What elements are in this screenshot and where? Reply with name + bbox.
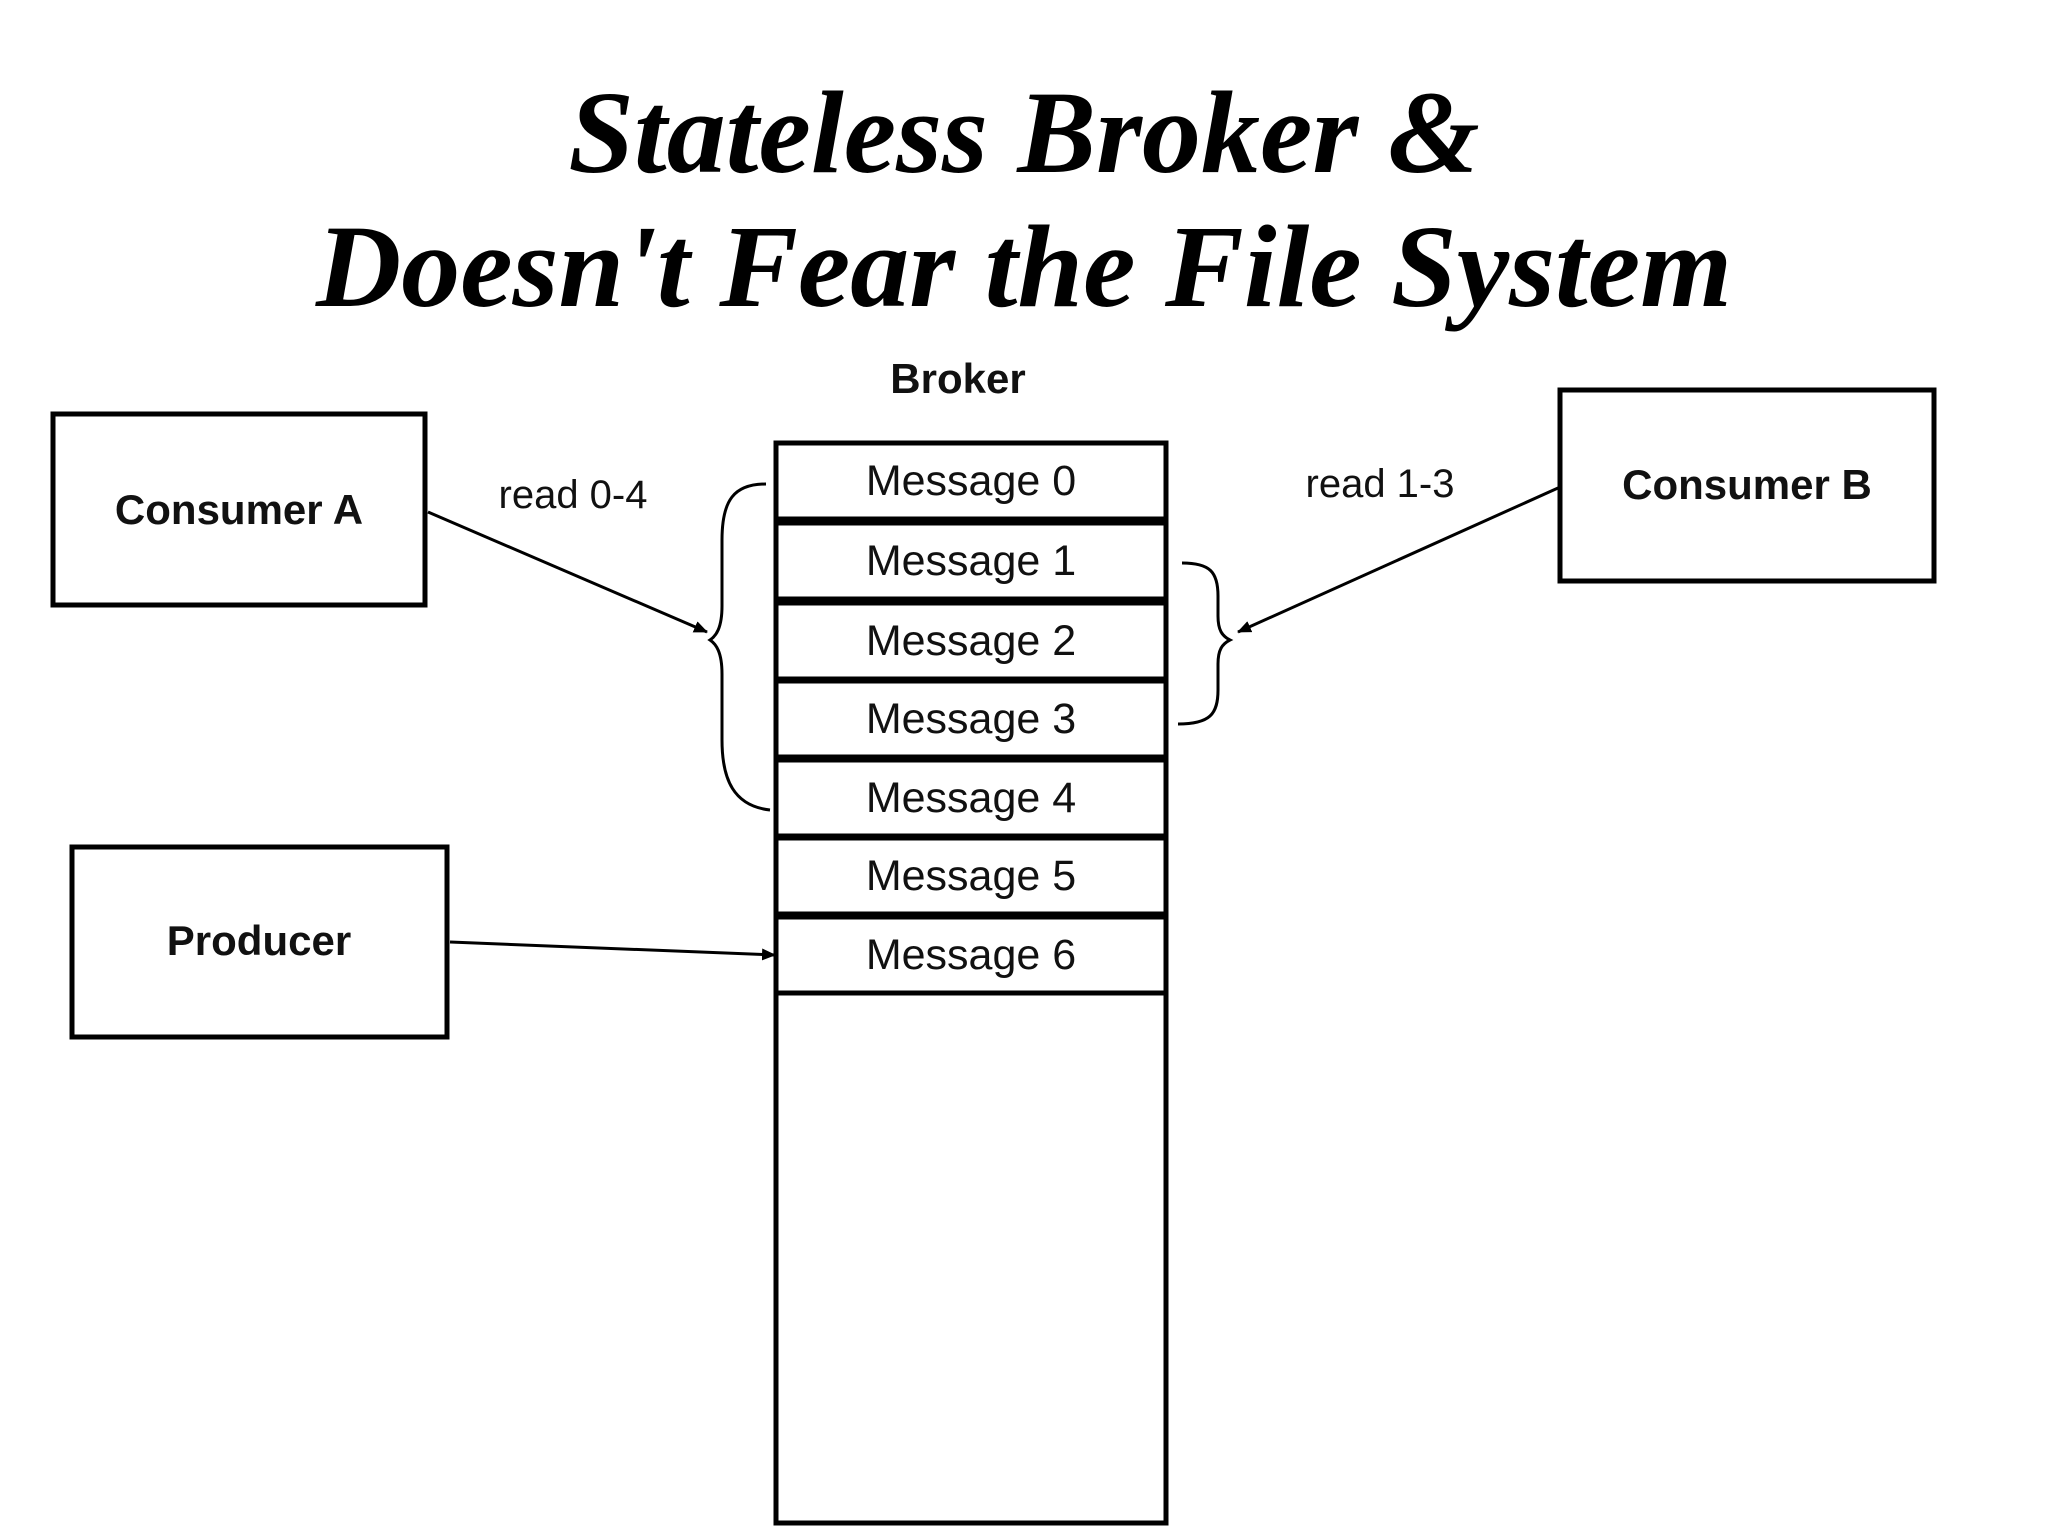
broker-label: Broker [890,355,1025,402]
message-slot: Message 6 [773,914,1169,996]
message-label: Message 1 [866,537,1076,585]
consumer-b-node: Consumer B [1557,387,1937,584]
message-label: Message 5 [866,852,1076,900]
message-slot: Message 5 [773,835,1169,917]
consumer-b-range-brace [1177,561,1234,726]
consumer-b-read-arrow [1237,486,1559,634]
message-slot-box [773,440,1169,522]
message-slot: Message 4 [773,757,1169,839]
message-label: Message 4 [866,774,1076,822]
message-slot-box [773,835,1169,917]
message-label: Message 0 [866,457,1076,505]
consumer-a-range-brace [707,482,771,812]
consumer-a-read-arrow [427,510,708,634]
message-label: Message 6 [866,931,1076,979]
broker-log: Message 0 Message 1 Message 2 Message 3 Mess… [773,440,1169,1526]
message-slot-box [773,520,1169,602]
producer-node: Producer [69,844,450,1040]
message-slot-box [773,914,1169,996]
producer-label: Producer [167,917,351,964]
producer-write-arrow [449,940,776,961]
title-line-1: Stateless Broker & [568,67,1480,198]
title-line-2: Doesn't Fear the File System [316,201,1732,332]
message-slot: Message 3 [773,678,1169,760]
consumer-a-edge-label: read 0-4 [499,473,648,517]
message-slot: Message 2 [773,600,1169,682]
message-slot: Message 0 [773,440,1169,522]
message-label: Message 3 [866,695,1076,743]
message-label: Message 2 [866,617,1076,665]
message-slot-box [773,678,1169,760]
message-slot-box [773,757,1169,839]
consumer-a-node: Consumer A [50,411,428,608]
consumer-a-label: Consumer A [115,486,363,533]
consumer-b-label: Consumer B [1622,461,1872,508]
message-slot: Message 1 [773,520,1169,602]
consumer-b-edge-label: read 1-3 [1306,462,1455,506]
